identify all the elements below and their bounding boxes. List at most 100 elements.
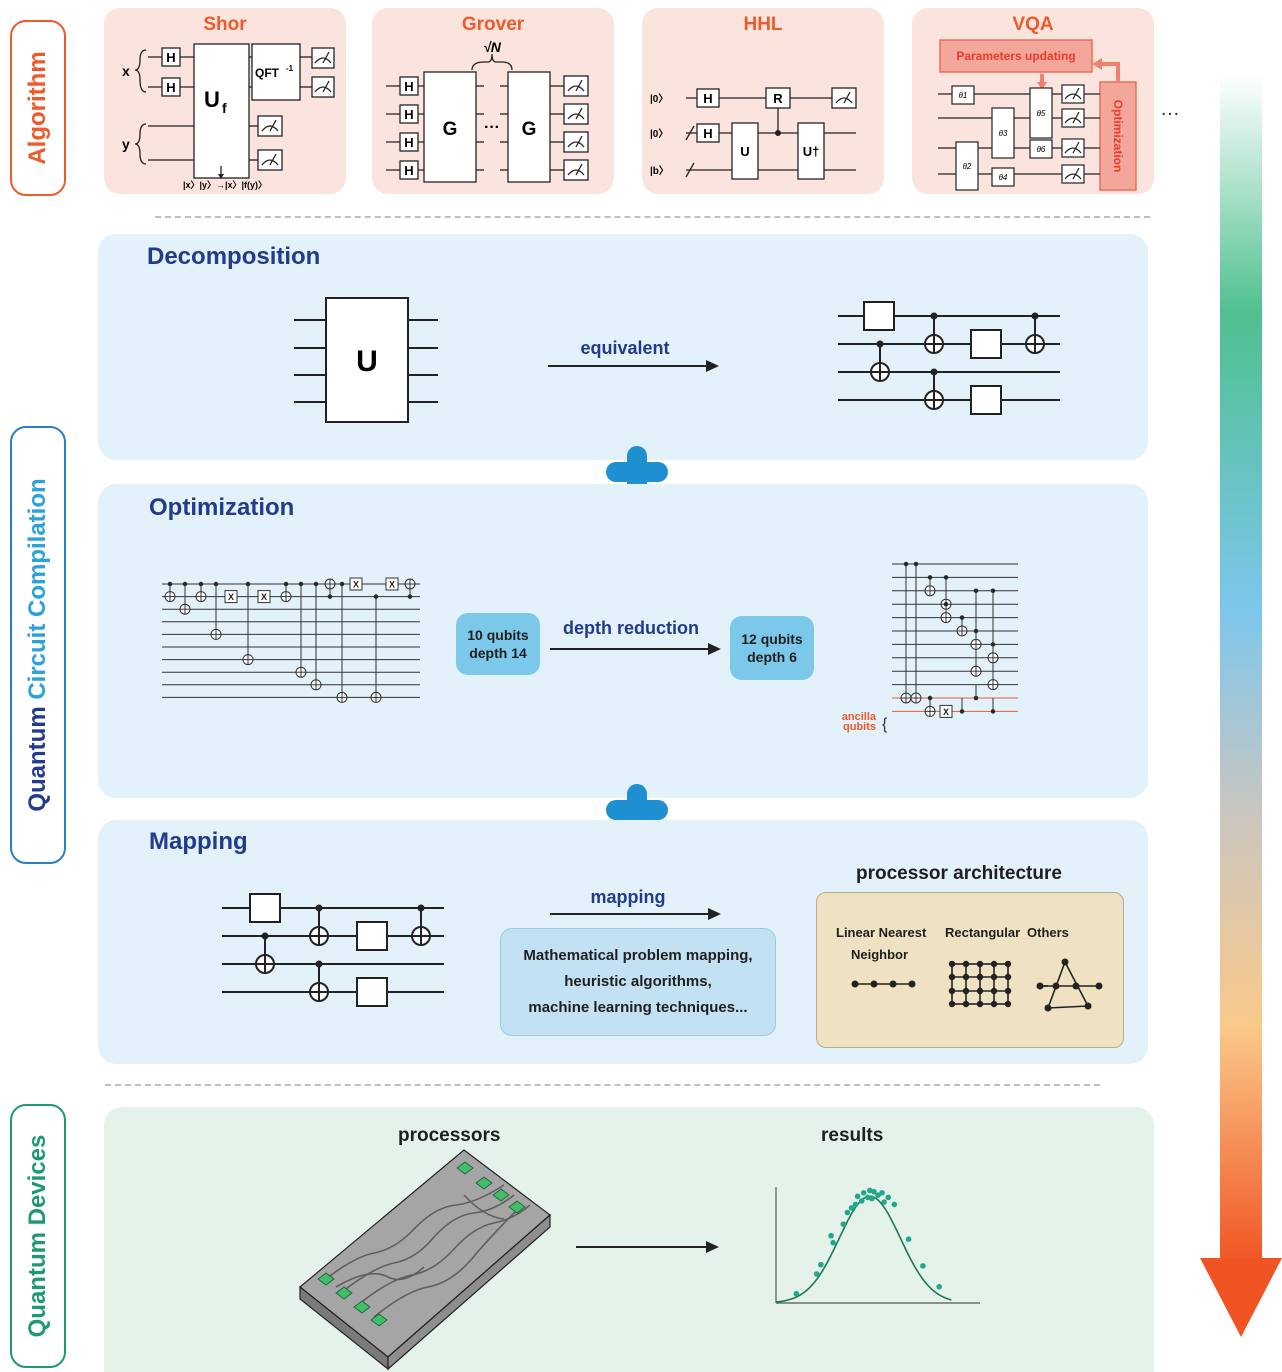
data-point: [860, 1190, 867, 1196]
after-stats-box: 12 qubits depth 6: [730, 616, 814, 680]
data-point: [852, 1201, 859, 1208]
compilation-word1: Quantum: [24, 706, 51, 812]
control-dot: [407, 594, 413, 599]
vqa-circuit: Parameters updating Optimization θ1 θ2 θ…: [938, 39, 1137, 191]
process-flow-arrow: [1200, 75, 1282, 1337]
processors-label: processors: [398, 1125, 501, 1146]
vqa-t2: θ2: [963, 162, 972, 171]
control-dot: [182, 581, 188, 587]
shor-x-label: x: [122, 63, 130, 79]
x-gate-label: X: [389, 580, 395, 590]
data-point: [848, 1205, 855, 1211]
data-point: [828, 1232, 834, 1239]
control-dot: [198, 581, 204, 587]
method-1: Mathematical problem mapping,: [523, 947, 753, 964]
control-dot: [313, 581, 319, 587]
before-depth: depth 14: [469, 645, 527, 661]
data-point: [858, 1198, 865, 1204]
before-qubits: 10 qubits: [467, 627, 529, 643]
mapping-diagram: mapping: [222, 887, 1103, 1012]
shor-uf-sub: f: [222, 100, 227, 116]
algorithm-side-label: Algorithm: [10, 20, 66, 196]
control-dot: [213, 581, 219, 587]
grover-dots: ···: [484, 119, 500, 136]
mapping-arrow-label: mapping: [591, 887, 666, 907]
more-algorithms-ellipsis: …: [1160, 98, 1180, 120]
data-point: [830, 1239, 836, 1246]
optimization-title: Optimization: [149, 494, 295, 521]
mapping-title: Mapping: [149, 828, 248, 855]
data-point: [879, 1190, 885, 1196]
grover-sqrtn: √N: [483, 39, 502, 55]
hhl-r: R: [773, 91, 783, 106]
grover-title: Grover: [461, 14, 525, 35]
results-fit-curve: [775, 1195, 952, 1303]
arch-title: processor architecture: [856, 863, 1062, 884]
vqa-t5: θ5: [1037, 109, 1046, 118]
grover-h2: H: [404, 107, 413, 122]
vqa-opt-label: Optimization: [1111, 100, 1125, 173]
decomposition-diagram: U equivalent: [294, 297, 1060, 423]
decomposition-panel: Decomposition U equivalent: [98, 234, 1148, 460]
shor-uf: U: [204, 87, 220, 112]
control-dot: [327, 594, 333, 599]
x-gate-label: X: [353, 580, 359, 590]
shor-y-label: y: [122, 136, 130, 152]
compilation-side-label: Quantum Circuit Compilation: [10, 426, 66, 864]
ancilla-label-2: qubits: [843, 721, 876, 733]
data-point: [891, 1201, 898, 1208]
shor-qft-sup: -1: [286, 64, 294, 73]
grover-h3: H: [404, 135, 413, 150]
data-point: [818, 1261, 824, 1268]
hhl-h2: H: [703, 126, 712, 141]
x-gate-label: X: [261, 592, 267, 602]
hhl-h1: H: [703, 91, 712, 106]
optimization-panel: Optimization 10 qubits depth 14 12 qubit…: [98, 484, 1148, 798]
control-dot: [298, 581, 304, 587]
hhl-ketb: |b〉: [650, 164, 669, 177]
data-point: [844, 1209, 851, 1216]
compilation-word2: Circuit Compilation: [24, 478, 51, 700]
results-label: results: [821, 1125, 884, 1146]
vqa-t6: θ6: [1037, 145, 1046, 154]
data-point: [869, 1195, 875, 1202]
grover-h4: H: [404, 163, 413, 178]
shor-qft: QFT: [255, 66, 280, 80]
after-qubits: 12 qubits: [741, 631, 803, 647]
method-2: heuristic algorithms,: [564, 973, 712, 990]
mapping-methods-box: Mathematical problem mapping, heuristic …: [500, 928, 776, 1036]
ancilla-label-1: ancilla: [842, 711, 877, 723]
arch-rect: Rectangular: [945, 925, 1021, 940]
shor-h1: H: [166, 50, 175, 65]
hhl-udag: U†: [803, 144, 820, 159]
vqa-t1: θ1: [959, 91, 968, 100]
ancilla-brace: {: [882, 716, 888, 733]
shor-bottom-formula: |x〉|y〉→|x〉|f(y)〉: [183, 180, 267, 190]
after-depth: depth 6: [747, 649, 797, 665]
vqa-card: VQA Parameters updating Optimization θ1 …: [912, 8, 1154, 194]
grover-h1: H: [404, 79, 413, 94]
grover-g1: G: [443, 119, 458, 140]
x-gate-label: X: [228, 592, 234, 602]
depth-reduction-label: depth reduction: [563, 618, 699, 638]
before-stats-box: 10 qubits depth 14: [456, 613, 540, 675]
grover-g2: G: [522, 119, 537, 140]
control-dot: [373, 594, 379, 599]
arch-lnn-2: Neighbor: [851, 947, 909, 962]
grover-card: Grover H H H H G G ··· √N: [372, 8, 614, 194]
shor-h2: H: [166, 80, 175, 95]
control-dot: [245, 581, 251, 587]
data-point: [875, 1192, 881, 1198]
data-point: [905, 1236, 912, 1242]
arch-lnn-1: Linear Nearest: [836, 925, 927, 940]
divider-bottom: [105, 1084, 1100, 1086]
control-dot: [167, 581, 173, 587]
decomposition-title: Decomposition: [147, 243, 321, 270]
vqa-t4: θ4: [999, 173, 1008, 182]
shor-card: Shor H H x y U f QFT -1: [104, 8, 346, 194]
data-point: [854, 1193, 861, 1200]
hhl-ket0b: |0〉: [650, 127, 668, 140]
data-point: [840, 1221, 847, 1227]
data-point: [936, 1283, 942, 1290]
